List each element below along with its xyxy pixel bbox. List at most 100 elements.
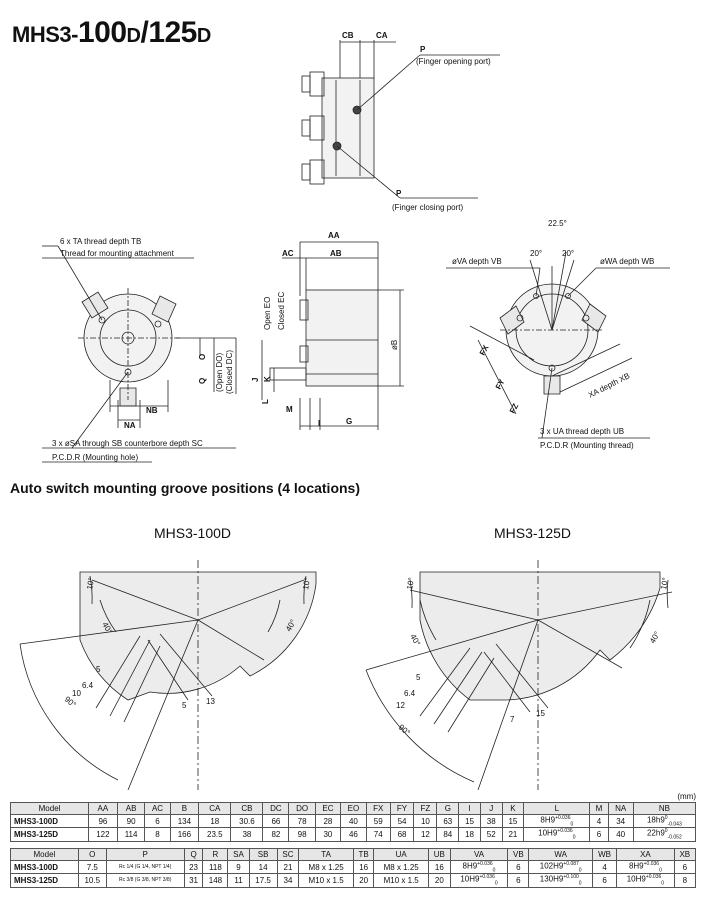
groove-125-d5: 5	[416, 673, 421, 682]
table-cell: 59	[365, 813, 391, 829]
label-na: NA	[124, 421, 136, 430]
groove-100-d64: 6.4	[82, 681, 94, 690]
section-title: Auto switch mounting groove positions (4…	[10, 480, 360, 496]
technical-drawing: CB CA P (Finger opening port) P (Finger …	[19, 31, 673, 790]
table-header-row: Model AA AB AC B CA CB DC DO EC EO FX FY…	[9, 802, 697, 815]
table-header: I	[458, 802, 481, 815]
table-cell: 78	[288, 813, 316, 829]
tol-main: 18h9	[646, 815, 665, 825]
tol-lower: 0	[570, 821, 574, 828]
table-cell: 34	[607, 813, 634, 829]
table-cell: 114	[116, 827, 146, 842]
tol-lower: 0	[494, 880, 498, 887]
table-cell: 4	[591, 859, 618, 875]
tolerance-cell: 102H9+0.0870	[528, 859, 593, 875]
tol-lower: 0	[492, 867, 496, 874]
table-cell: M10 x 1.5	[373, 873, 429, 888]
tol-lower: 0	[578, 880, 582, 887]
table-header: P	[105, 848, 185, 861]
table-header: NA	[607, 802, 634, 815]
label-q: Q	[198, 378, 207, 384]
label-angle-225: 22.5°	[548, 219, 567, 228]
rear-view-right	[446, 251, 670, 439]
table-cell: 148	[202, 873, 229, 888]
label-fy: FY	[494, 377, 507, 391]
tol-lower: -0.052	[667, 834, 682, 841]
table-header: DO	[288, 802, 316, 815]
table-cell: 10	[413, 813, 438, 829]
tol-main: 22h9	[646, 828, 665, 838]
table-cell: 11	[227, 873, 250, 888]
table-cell: M8 x 1.25	[373, 859, 429, 875]
title-slash: /	[140, 16, 149, 49]
table-cell: 6	[144, 813, 171, 829]
table-cell: 7.5	[77, 859, 107, 875]
label-nb: NB	[146, 406, 158, 415]
table-cell: 63	[436, 813, 460, 829]
label-g: G	[346, 417, 352, 426]
label-open-do: (Open DO)	[215, 353, 224, 392]
table-header: UA	[373, 848, 429, 861]
table-cell: 68	[389, 827, 415, 842]
table-header: Q	[183, 848, 204, 861]
table-cell: 90	[116, 813, 146, 829]
dimension-table-1: Model AA AB AC B CA CB DC DO EC EO FX FY…	[9, 802, 697, 842]
label-ua: 3 x UA thread depth UB	[540, 427, 624, 436]
table-cell: 21	[501, 827, 525, 842]
tol-upper: +0.036	[555, 815, 571, 821]
table-header: DC	[262, 802, 290, 815]
label-angle-20a: 20°	[530, 249, 542, 258]
tol-main: 130H9	[539, 874, 564, 884]
table-cell: 30	[314, 827, 342, 842]
table-cell: 74	[365, 827, 391, 842]
groove-125-a90: 90°	[397, 723, 412, 738]
table-cell: 38	[479, 813, 503, 829]
title-size-b: 125	[148, 16, 197, 49]
table-header: Model	[9, 802, 90, 815]
label-sa: 3 x øSA through SB counterbore depth SC	[52, 439, 203, 448]
table-cell: 122	[88, 827, 118, 842]
table-cell: 14	[248, 859, 278, 875]
tolerance-cell: 10H9+0.0360	[616, 873, 675, 888]
groove-100-d10: 10	[72, 689, 81, 698]
groove-125-d15: 15	[536, 709, 545, 718]
table-header: XB	[673, 848, 697, 861]
table-header: FZ	[413, 802, 438, 815]
table-header: K	[501, 802, 525, 815]
table-cell: 16	[352, 859, 375, 875]
side-view-middle	[261, 241, 404, 430]
groove-125-d12: 12	[396, 701, 405, 710]
tol-lower: -0.043	[667, 821, 682, 828]
tol-lower: 0	[572, 834, 576, 841]
table-cell: Rc 3/8 (G 3/8, NPT 3/8)	[105, 873, 185, 888]
label-p-bot: P	[396, 189, 402, 198]
table-header: WA	[528, 848, 593, 861]
tol-upper: 0	[664, 815, 668, 821]
label-closed-ec: Closed EC	[277, 292, 286, 330]
groove-100-d5: 5	[96, 665, 101, 674]
table-cell: 21	[276, 859, 300, 875]
table-cell: 96	[88, 813, 118, 829]
model-cell: MHS3-100D	[10, 859, 79, 875]
table-header: SA	[227, 848, 250, 861]
groove-125-a40-left: 40°	[408, 633, 422, 648]
tol-main: 8H9	[628, 861, 644, 871]
title-suffix-b: D	[196, 25, 211, 47]
tol-upper: 0	[664, 828, 668, 835]
label-mhs3-100d: MHS3-100D	[154, 525, 231, 541]
table-header: AC	[144, 802, 171, 815]
table-header: TA	[298, 848, 354, 861]
table-cell: 12	[413, 827, 438, 842]
tol-lower: 0	[659, 867, 662, 874]
tol-main: 10H9	[538, 828, 558, 838]
label-aa: AA	[328, 231, 340, 240]
page-title: MHS3-100D/125D	[12, 16, 211, 50]
table-header: VA	[449, 848, 509, 861]
table-header: EO	[340, 802, 367, 815]
tol-main: 102H9	[539, 861, 564, 871]
label-wa: øWA depth WB	[600, 257, 654, 266]
table-cell: 20	[427, 873, 451, 888]
table-cell: 23.5	[198, 827, 232, 842]
table-header: AA	[88, 802, 118, 815]
tol-main: 10H9	[626, 874, 646, 884]
